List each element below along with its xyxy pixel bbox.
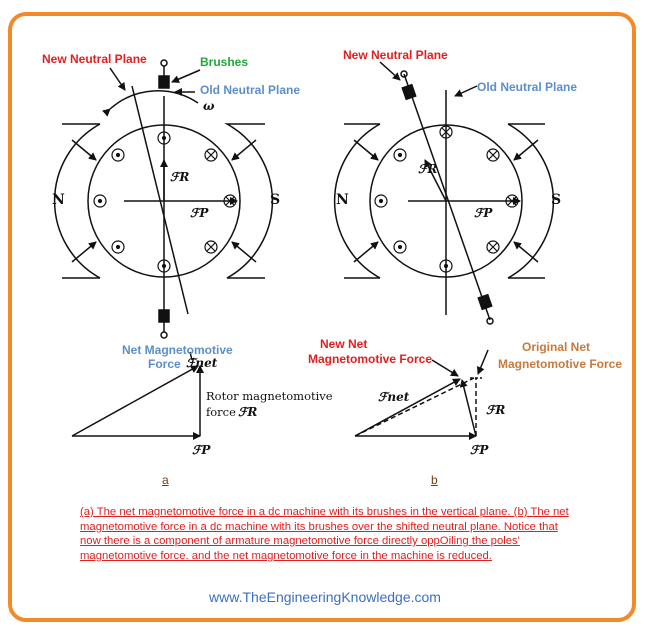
fp-label-b: ℱP xyxy=(474,206,493,220)
fr-arrow-b xyxy=(424,159,447,202)
orig-net-mmf-label-line1: Original Net xyxy=(522,340,591,354)
new-neutral-plane-label-a: New Neutral Plane xyxy=(42,52,147,66)
fr-vector-label-a: ℱR xyxy=(238,405,258,419)
omega-arc-a xyxy=(102,90,199,117)
pole-s-a xyxy=(224,123,274,279)
pole-n-label-b: N xyxy=(336,192,349,208)
new-neutral-line-a xyxy=(131,85,189,315)
brush-top-b xyxy=(401,83,417,101)
terminal-bottom-a xyxy=(160,331,168,339)
pole-n-a xyxy=(53,123,103,279)
figure-caption: (a) The net magnetomotive force in a dc … xyxy=(80,506,569,562)
pole-n-label-a: N xyxy=(52,192,65,208)
brush-bottom-b xyxy=(477,293,493,311)
orig-net-vector-b xyxy=(354,377,475,437)
terminal-top-b xyxy=(400,70,408,78)
fp-label-a: ℱP xyxy=(190,206,209,220)
machine-b xyxy=(333,61,555,325)
fnet-vector-b xyxy=(354,378,461,437)
old-neutral-plane-label-b: Old Neutral Plane xyxy=(477,80,578,94)
new-net-mmf-label-line2: Magnetomotive Force xyxy=(308,352,433,366)
brushes-label: Brushes xyxy=(200,55,249,69)
rotor-mmf-label-line2: force xyxy=(206,405,236,419)
fnet-label-b: ℱnet xyxy=(378,390,410,404)
pole-s-b xyxy=(505,123,555,279)
website-footer: www.TheEngineeringKnowledge.com xyxy=(209,589,441,605)
machine-a xyxy=(53,59,274,339)
pole-s-label-b: S xyxy=(551,192,562,208)
brush-top-a xyxy=(158,75,170,89)
net-mmf-label-line1: Net Magnetomotive xyxy=(122,343,233,357)
fr-vector-label-b: ℱR xyxy=(486,403,506,417)
vector-diagram-b xyxy=(354,349,489,440)
omega-label: ω xyxy=(203,99,215,113)
conductors-a xyxy=(93,131,237,273)
net-mmf-label-line2: Force xyxy=(148,357,181,371)
fnet-label-a: ℱnet xyxy=(186,356,218,370)
new-net-mmf-label-line1: New Net xyxy=(320,337,368,351)
vector-diagram-a xyxy=(71,351,204,440)
pole-n-b xyxy=(333,123,383,279)
fr-vector-b xyxy=(459,379,477,437)
new-neutral-plane-label-b: New Neutral Plane xyxy=(343,48,448,62)
shifted-axis-b xyxy=(403,73,491,321)
fr-label-b: ℱR xyxy=(418,162,438,176)
sublabel-a: a xyxy=(162,473,169,487)
fp-vector-label-b: ℱP xyxy=(470,443,489,457)
old-neutral-plane-label-a: Old Neutral Plane xyxy=(200,83,301,97)
fp-vector-label-a: ℱP xyxy=(192,443,211,457)
conductors-b xyxy=(374,125,519,273)
fr-label-a: ℱR xyxy=(170,170,190,184)
terminal-bottom-b xyxy=(486,317,494,325)
rotor-mmf-label-line1: Rotor magnetomotive xyxy=(206,389,333,403)
sublabel-b: b xyxy=(431,473,438,487)
pole-s-label-a: S xyxy=(270,192,281,208)
terminal-top-a xyxy=(160,59,168,67)
orange-frame xyxy=(8,12,636,622)
orig-net-mmf-label-line2: Magnetomotive Force xyxy=(498,357,623,371)
fnet-vector-a xyxy=(71,365,199,437)
brush-bottom-a xyxy=(158,309,170,323)
